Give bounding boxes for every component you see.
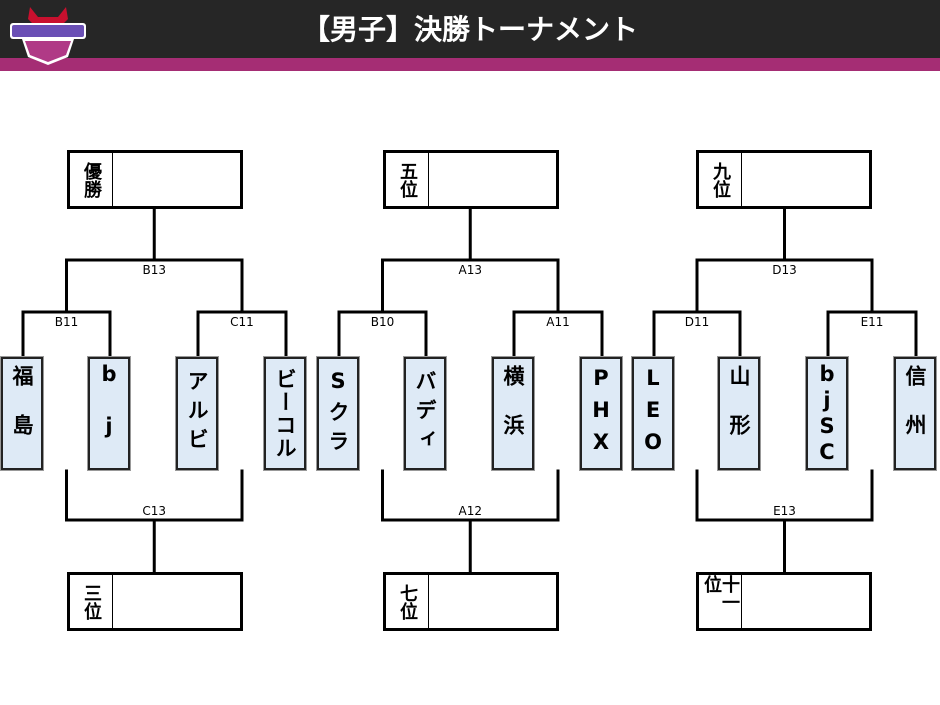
rank-box: 五位 xyxy=(383,150,559,209)
team-box: bjSC xyxy=(806,357,848,470)
rank-box: 優勝 xyxy=(67,150,243,209)
team-box: バディ xyxy=(404,357,446,470)
team-name: バディ xyxy=(413,370,437,457)
team-box: bj xyxy=(88,357,130,470)
result-cell xyxy=(113,575,240,628)
team-box: LEO xyxy=(632,357,674,470)
match-label: A11 xyxy=(546,315,570,329)
team-name: Sクラ xyxy=(326,368,350,459)
rank-label-cell: 五位 xyxy=(386,153,429,206)
team-name: アルビ xyxy=(185,370,209,457)
match-label: E11 xyxy=(860,315,884,329)
rank-label: 十一位 xyxy=(701,575,740,611)
team-name: 山形 xyxy=(727,364,751,463)
team-box: Sクラ xyxy=(317,357,359,470)
match-label: C11 xyxy=(230,315,254,329)
result-cell xyxy=(742,153,869,206)
match-label: B13 xyxy=(142,263,167,277)
team-box: 横浜 xyxy=(492,357,534,470)
rank-label: 七位 xyxy=(397,583,418,620)
team-name: ビーコル xyxy=(273,367,297,460)
header-bar xyxy=(0,0,940,58)
match-label: A13 xyxy=(458,263,482,277)
tournament-logo xyxy=(10,7,86,65)
rank-box: 十一位 xyxy=(696,572,872,631)
match-label: E13 xyxy=(773,504,796,518)
rank-label-cell: 九位 xyxy=(699,153,742,206)
page-title: 【男子】決勝トーナメント xyxy=(301,13,638,46)
team-name: 横浜 xyxy=(501,364,525,463)
rank-box: 七位 xyxy=(383,572,559,631)
team-name: 福島 xyxy=(10,364,34,463)
result-cell xyxy=(429,153,556,206)
match-label: D13 xyxy=(772,263,797,277)
rank-label: 三位 xyxy=(81,583,102,620)
result-cell xyxy=(742,575,869,628)
match-label: A12 xyxy=(458,504,482,518)
match-label: D11 xyxy=(684,315,710,329)
team-box: 信州 xyxy=(894,357,936,470)
team-name: LEO xyxy=(641,365,665,462)
match-label: B10 xyxy=(370,315,395,329)
match-label: C13 xyxy=(142,504,167,518)
team-name: bjSC xyxy=(815,361,839,466)
team-box: 福島 xyxy=(1,357,43,470)
rank-box: 九位 xyxy=(696,150,872,209)
rank-label: 九位 xyxy=(710,161,731,198)
team-name: PHX xyxy=(589,365,613,462)
header-stripe xyxy=(0,58,940,71)
team-box: ビーコル xyxy=(264,357,306,470)
rank-label-cell: 七位 xyxy=(386,575,429,628)
rank-label-cell: 優勝 xyxy=(70,153,113,206)
team-box: 山形 xyxy=(718,357,760,470)
result-cell xyxy=(429,575,556,628)
match-label: B11 xyxy=(54,315,79,329)
team-box: アルビ xyxy=(176,357,218,470)
rank-label: 優勝 xyxy=(81,161,102,198)
team-name: 信州 xyxy=(903,364,927,463)
rank-label: 五位 xyxy=(397,161,418,198)
rank-box: 三位 xyxy=(67,572,243,631)
result-cell xyxy=(113,153,240,206)
team-box: PHX xyxy=(580,357,622,470)
rank-label-cell: 十一位 xyxy=(699,575,742,628)
rank-label-cell: 三位 xyxy=(70,575,113,628)
team-name: bj xyxy=(97,361,121,466)
